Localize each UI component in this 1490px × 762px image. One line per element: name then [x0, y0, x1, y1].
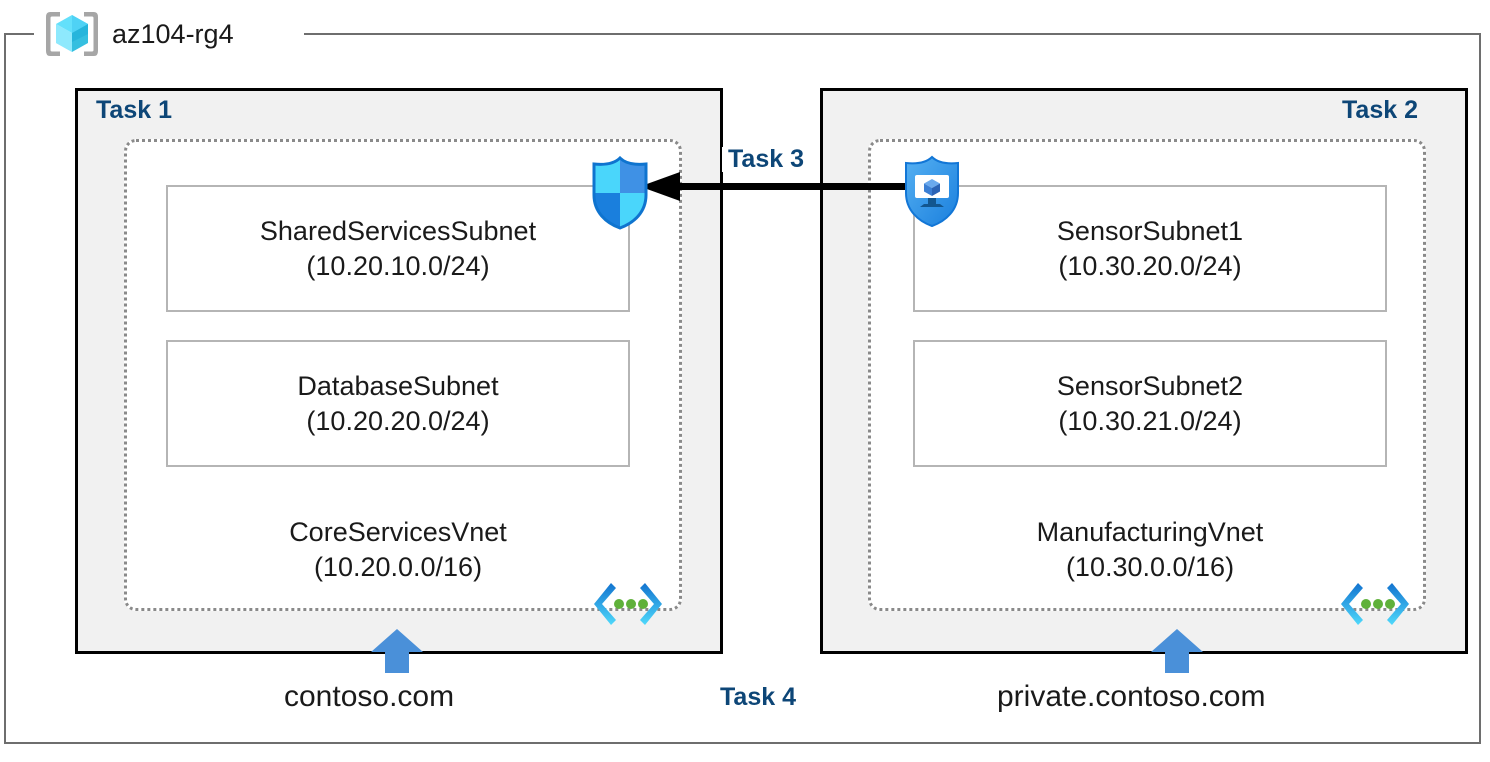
- subnet-cidr: (10.20.20.0/24): [306, 405, 490, 436]
- application-security-group-shield-icon: [905, 155, 959, 228]
- core-services-vnet-label: CoreServicesVnet (10.20.0.0/16): [166, 515, 630, 584]
- subnet-cidr: (10.30.21.0/24): [1058, 405, 1242, 436]
- resource-group-boundary: [4, 33, 1481, 744]
- task3-label: Task 3: [722, 147, 810, 172]
- resource-group-cube-icon: [46, 12, 98, 56]
- task4-label: Task 4: [720, 683, 796, 711]
- resource-group-name: az104-rg4: [112, 18, 234, 49]
- resource-group-header: az104-rg4: [44, 8, 234, 60]
- subnet-sensor-1: SensorSubnet1 (10.30.20.0/24): [913, 185, 1387, 312]
- vnet-cidr: (10.20.0.0/16): [313, 551, 483, 582]
- virtual-network-icon: [1341, 583, 1409, 625]
- task2-label: Task 2: [1342, 96, 1418, 124]
- subnet-database: DatabaseSubnet (10.20.20.0/24): [166, 340, 630, 467]
- subnet-name: SensorSubnet1: [1056, 215, 1244, 246]
- network-security-group-shield-icon: [592, 155, 648, 230]
- manufacturing-vnet-label: ManufacturingVnet (10.30.0.0/16): [913, 515, 1387, 584]
- task1-label: Task 1: [96, 96, 172, 124]
- subnet-cidr: (10.30.20.0/24): [1058, 250, 1242, 281]
- up-arrow-icon: [371, 629, 423, 673]
- subnet-name: SensorSubnet2: [1056, 370, 1244, 401]
- vnet-cidr: (10.30.0.0/16): [1065, 551, 1235, 582]
- vnet-name: ManufacturingVnet: [1036, 517, 1264, 547]
- dns-zone-private-contoso: private.contoso.com: [997, 680, 1266, 713]
- subnet-name: DatabaseSubnet: [297, 370, 499, 401]
- vnet-name: CoreServicesVnet: [289, 517, 507, 547]
- subnet-sensor-2: SensorSubnet2 (10.30.21.0/24): [913, 340, 1387, 467]
- virtual-network-icon: [594, 583, 662, 625]
- subnet-cidr: (10.20.10.0/24): [306, 250, 490, 281]
- up-arrow-icon: [1151, 629, 1203, 673]
- peering-arrow-left-icon: [640, 172, 912, 201]
- subnet-shared-services: SharedServicesSubnet (10.20.10.0/24): [166, 185, 630, 312]
- dns-zone-contoso: contoso.com: [284, 680, 455, 713]
- subnet-name: SharedServicesSubnet: [259, 215, 537, 246]
